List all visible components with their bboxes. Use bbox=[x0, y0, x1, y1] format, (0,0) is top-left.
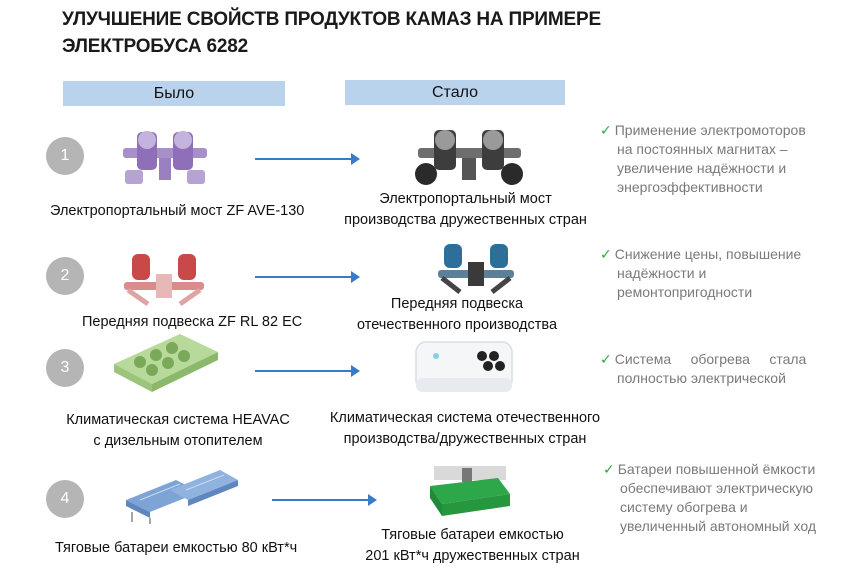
after-label-2-line-2: отечественного производства bbox=[356, 317, 558, 333]
note-2-line-2: надёжности и bbox=[617, 265, 707, 281]
before-label-1-line-1: Электропортальный мост ZF AVE-130 bbox=[50, 203, 305, 219]
step-number-4: 4 bbox=[46, 480, 84, 518]
after-label-4: Тяговые батареи емкостью 201 кВт*ч друже… bbox=[345, 525, 600, 567]
note-4-line-2: обеспечивают электрическую bbox=[620, 480, 813, 496]
arrow-row-3 bbox=[255, 365, 360, 377]
after-label-2-line-1: Передняя подвеска bbox=[390, 296, 524, 312]
after-label-1-line-1: Электропортальный мост bbox=[379, 191, 552, 207]
arrow-row-2 bbox=[255, 271, 360, 283]
after-label-3: Климатическая система отечественного про… bbox=[320, 408, 610, 450]
note-1-line-3: увеличение надёжности и bbox=[617, 160, 787, 176]
header-before: Было bbox=[63, 81, 285, 106]
grey-axle-image bbox=[415, 130, 523, 185]
title-line-1: УЛУЧШЕНИЕ СВОЙСТВ ПРОДУКТОВ КАМАЗ НА ПРИ… bbox=[62, 9, 601, 30]
green-battery-pack-image bbox=[430, 466, 510, 516]
before-label-2: Передняя подвеска ZF RL 82 EC bbox=[82, 312, 322, 333]
note-3: ✓Система обогрева стала полностью электр… bbox=[600, 350, 840, 388]
note-1-line-1: Применение электромоторов bbox=[614, 122, 806, 138]
before-label-4: Тяговые батареи емкостью 80 кВт*ч bbox=[55, 538, 335, 559]
note-2-line-1: Снижение цены, повышение bbox=[614, 246, 802, 262]
note-1-line-4: энергоэффективности bbox=[617, 179, 763, 195]
step-number-1: 1 bbox=[46, 137, 84, 175]
before-label-3-line-1: Климатическая система HEAVAC bbox=[66, 412, 290, 428]
checkmark-icon: ✓ bbox=[600, 246, 612, 262]
note-2-line-3: ремонтопригодности bbox=[617, 284, 753, 300]
checkmark-icon: ✓ bbox=[600, 122, 612, 138]
note-4-line-3: систему обогрева и bbox=[620, 499, 748, 515]
header-after: Стало bbox=[345, 80, 565, 105]
green-climate-unit-image bbox=[114, 334, 218, 392]
blue-battery-packs-image bbox=[126, 470, 238, 524]
note-4: ✓Батареи повышенной ёмкости обеспечивают… bbox=[603, 460, 843, 536]
white-climate-unit-image bbox=[415, 341, 513, 392]
note-3-line-1: Система обогрева стала bbox=[614, 351, 807, 367]
after-label-1-line-2: производства дружественных стран bbox=[344, 212, 587, 228]
arrow-row-4 bbox=[272, 494, 377, 506]
purple-axle-image bbox=[123, 131, 207, 184]
checkmark-icon: ✓ bbox=[600, 351, 612, 367]
arrow-row-1 bbox=[255, 153, 360, 165]
before-label-3: Климатическая система HEAVAC с дизельным… bbox=[58, 410, 298, 452]
page-title: УЛУЧШЕНИЕ СВОЙСТВ ПРОДУКТОВ КАМАЗ НА ПРИ… bbox=[62, 6, 622, 60]
after-label-1: Электропортальный мост производства друж… bbox=[338, 189, 593, 231]
before-label-4-line-1: Тяговые батареи емкостью 80 кВт*ч bbox=[55, 540, 298, 556]
after-label-4-line-1: Тяговые батареи емкостью bbox=[381, 527, 564, 543]
after-label-3-line-2: производства/дружественных стран bbox=[343, 431, 587, 447]
title-line-2: ЭЛЕКТРОБУСА 6282 bbox=[62, 36, 248, 57]
note-1: ✓Применение электромоторов на постоянных… bbox=[600, 121, 840, 197]
before-label-1: Электропортальный мост ZF AVE-130 bbox=[50, 201, 310, 222]
step-number-3: 3 bbox=[46, 349, 84, 387]
before-label-3-line-2: с дизельным отопителем bbox=[93, 433, 263, 449]
note-3-line-2: полностью электрической bbox=[617, 370, 786, 386]
note-4-line-4: увеличенный автономный ход bbox=[620, 518, 816, 534]
checkmark-icon: ✓ bbox=[603, 461, 615, 477]
note-1-line-2: на постоянных магнитах – bbox=[617, 141, 788, 157]
after-label-4-line-2: 201 кВт*ч дружественных стран bbox=[365, 548, 580, 564]
step-number-2: 2 bbox=[46, 257, 84, 295]
red-suspension-image bbox=[124, 254, 204, 307]
after-label-3-line-1: Климатическая система отечественного bbox=[329, 410, 601, 426]
before-label-2-line-1: Передняя подвеска ZF RL 82 EC bbox=[82, 314, 303, 330]
blue-suspension-image bbox=[438, 244, 514, 294]
after-label-2: Передняя подвеска отечественного произво… bbox=[337, 294, 577, 336]
note-4-line-1: Батареи повышенной ёмкости bbox=[617, 461, 816, 477]
note-2: ✓Снижение цены, повышение надёжности и р… bbox=[600, 245, 840, 302]
